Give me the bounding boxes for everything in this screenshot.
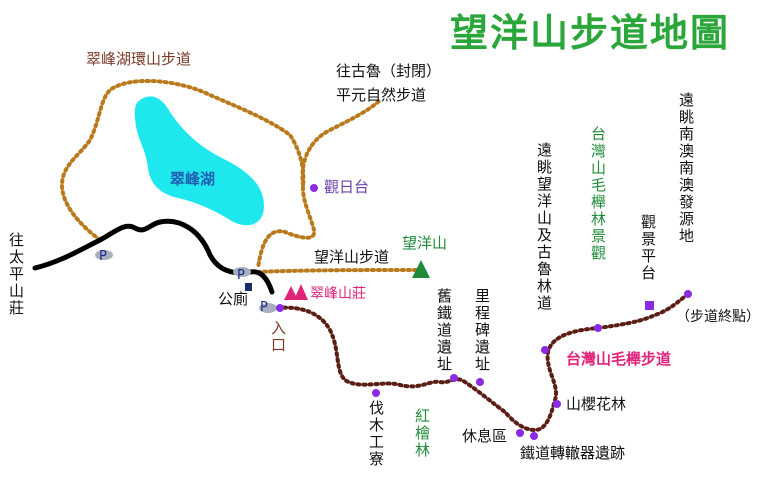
toilet-label: 公廁 bbox=[218, 290, 249, 308]
railway-site-label: 舊鐵道遺址 bbox=[435, 288, 453, 373]
main-trail-label: 台灣山毛櫸步道 bbox=[566, 350, 672, 368]
loop-trail-path bbox=[59, 79, 317, 270]
switch-site-label: 鐵道轉轍器遺跡 bbox=[520, 444, 626, 462]
wangyang-peak-label: 望洋山 bbox=[402, 234, 448, 252]
poi-marker bbox=[541, 346, 549, 354]
svg-text:P: P bbox=[99, 249, 107, 264]
pingyuan-trail-path bbox=[300, 98, 382, 187]
poi-marker bbox=[645, 301, 654, 310]
trail-end-label: （步道終點） bbox=[676, 309, 760, 325]
svg-text:P: P bbox=[260, 300, 268, 315]
parking-icon: P bbox=[95, 249, 113, 264]
lake-cuifeng bbox=[134, 96, 264, 226]
poi-marker bbox=[530, 432, 538, 440]
pingyuan-label: 平元自然步道 bbox=[336, 86, 427, 104]
milestone-label: 里程碑遺址 bbox=[473, 288, 491, 373]
peak-icon bbox=[412, 260, 430, 278]
to-gulu-label: 往古魯（封閉） bbox=[336, 62, 442, 80]
observatory-label: 觀日台 bbox=[324, 178, 370, 196]
poi-marker bbox=[276, 304, 284, 312]
to-taipingshan-label: 往太平山莊 bbox=[7, 232, 25, 317]
map-title: 望洋山步道地圖 bbox=[450, 11, 731, 55]
logging-camp-label: 伐木工寮 bbox=[367, 400, 385, 468]
lake-label: 翠峰湖 bbox=[170, 170, 216, 188]
poi-marker bbox=[684, 290, 692, 298]
cherry-label: 山櫻花林 bbox=[566, 395, 627, 413]
wangyang-trail-path bbox=[256, 268, 422, 274]
lodge-icon bbox=[284, 284, 308, 300]
cypress-label: 紅檜林 bbox=[413, 408, 431, 459]
poi-marker bbox=[372, 389, 380, 397]
loop-trail-label: 翠峰湖環山步道 bbox=[86, 50, 192, 68]
poi-marker bbox=[476, 378, 484, 386]
rest-area-label: 休息區 bbox=[462, 427, 508, 445]
lookout-gulu-label: 遠眺望洋山及古魯林道 bbox=[535, 142, 553, 312]
toilet-icon bbox=[245, 283, 252, 291]
parking-icon: P bbox=[259, 300, 277, 315]
wangyang-trail-label: 望洋山步道 bbox=[314, 248, 390, 266]
poi-marker bbox=[594, 324, 602, 332]
poi-marker bbox=[450, 374, 458, 382]
poi-marker bbox=[310, 184, 318, 192]
svg-text:P: P bbox=[237, 268, 245, 283]
poi-marker bbox=[553, 400, 561, 408]
poi-marker bbox=[516, 429, 524, 437]
lodge-label: 翠峰山莊 bbox=[310, 286, 366, 302]
platform-label: 觀景平台 bbox=[639, 214, 657, 282]
beech-view-label: 台灣山毛櫸林景觀 bbox=[589, 126, 607, 262]
entrance-label: 入口 bbox=[269, 320, 287, 354]
parking-icon: P bbox=[233, 267, 251, 283]
nanao-label: 遠眺南澳南澳發源地 bbox=[677, 92, 695, 245]
